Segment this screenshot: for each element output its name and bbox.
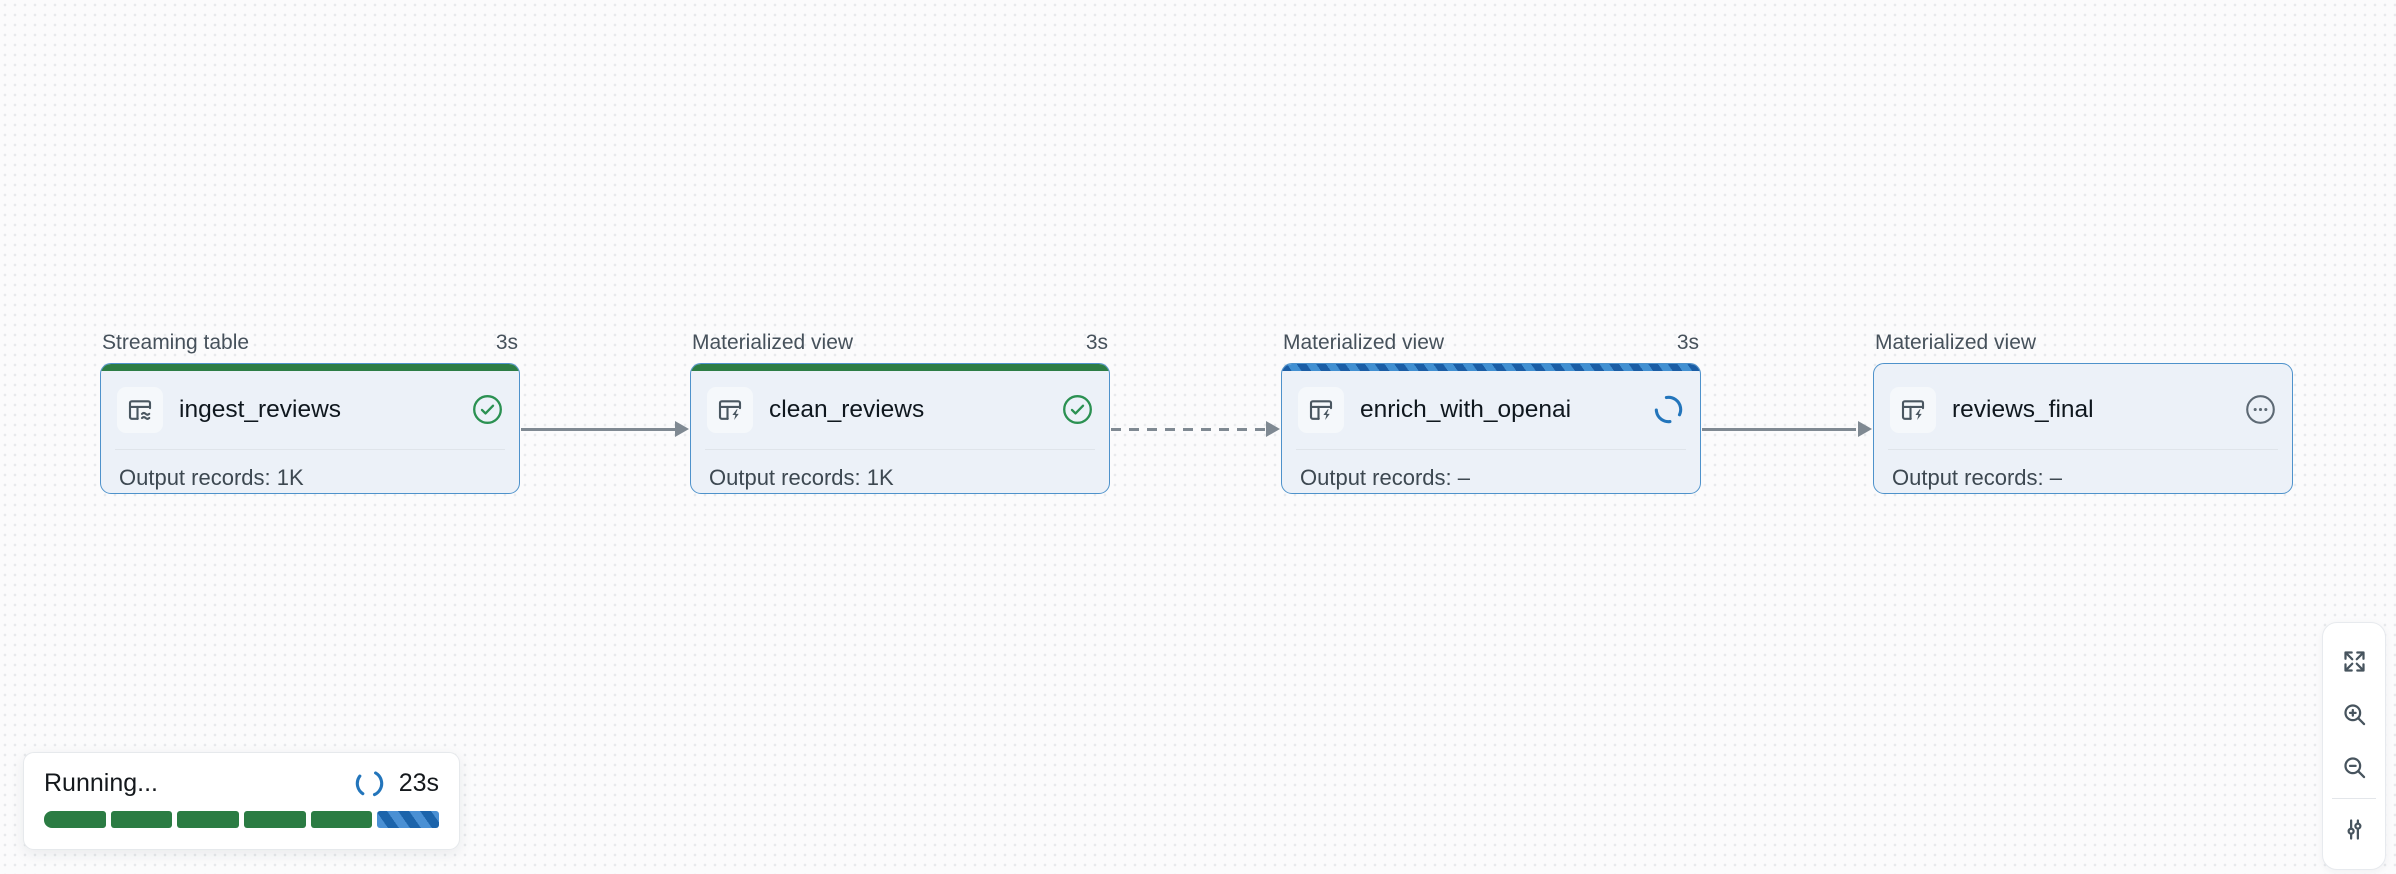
success-icon: [472, 394, 503, 425]
progress-segment-success: [310, 811, 373, 828]
node-duration: 3s: [495, 331, 518, 354]
node-type-label: Streaming table: [102, 331, 250, 354]
edge-clean-to-enrich-dashed: [1111, 428, 1265, 431]
toolbar-divider: [2332, 798, 2376, 799]
node-group-clean-reviews: Materialized view 3s clean_reviews: [690, 330, 1110, 494]
fit-to-screen-icon: [2343, 651, 2365, 672]
divider: [1296, 449, 1686, 450]
materialized-view-icon: [707, 386, 753, 433]
node-duration: 3s: [1085, 331, 1108, 354]
materialized-view-icon: [1298, 386, 1344, 433]
zoom-in-button[interactable]: [2322, 688, 2386, 741]
node-group-reviews-final: Materialized view reviews_final: [1873, 330, 2293, 494]
zoom-out-button[interactable]: [2322, 741, 2386, 794]
node-enrich-with-openai[interactable]: enrich_with_openai Output records: –: [1281, 363, 1701, 494]
run-status-card: Running... 23s: [23, 752, 460, 850]
divider: [1888, 449, 2278, 450]
run-elapsed-time: 23s: [398, 768, 439, 797]
edge-arrowhead: [1858, 421, 1872, 437]
running-spinner-icon: [354, 768, 385, 799]
node-title: clean_reviews: [769, 395, 925, 423]
node-title: ingest_reviews: [179, 395, 342, 423]
node-output-records: Output records: –: [1300, 465, 1470, 490]
edge-arrowhead: [1266, 421, 1280, 437]
node-ingest-reviews[interactable]: ingest_reviews Output records: 1K: [100, 363, 520, 494]
run-status-label: Running...: [44, 769, 158, 797]
running-spinner-icon: [1653, 394, 1684, 425]
zoom-out-icon: [2343, 757, 2365, 779]
fit-to-screen-button[interactable]: [2322, 635, 2386, 688]
streaming-table-icon: [117, 386, 163, 433]
zoom-in-icon: [2343, 704, 2365, 726]
node-status-strip-success: [101, 364, 519, 371]
progress-segment-success: [44, 811, 106, 828]
divider: [705, 449, 1095, 450]
node-group-ingest-reviews: Streaming table 3s ingest_reviews: [100, 330, 520, 494]
graph-toolbar: [2322, 622, 2386, 870]
node-output-records: Output records: –: [1892, 465, 2062, 490]
node-reviews-final[interactable]: reviews_final Output records: –: [1873, 363, 2293, 494]
node-status-strip-running: [1282, 364, 1700, 371]
progress-segment-success: [177, 811, 240, 828]
edge-enrich-to-final: [1702, 428, 1856, 431]
node-type-label: Materialized view: [1283, 331, 1445, 354]
node-output-records: Output records: 1K: [119, 465, 304, 490]
node-title: reviews_final: [1952, 395, 2094, 423]
edge-ingest-to-clean: [521, 428, 675, 431]
success-icon: [1062, 394, 1093, 425]
progress-segment-success: [110, 811, 173, 828]
filter-sliders-icon: [2347, 819, 2361, 840]
progress-segments: [44, 811, 440, 828]
node-status-strip-success: [691, 364, 1109, 371]
node-clean-reviews[interactable]: clean_reviews Output records: 1K: [690, 363, 1110, 494]
edge-arrowhead: [675, 421, 689, 437]
node-title: enrich_with_openai: [1360, 395, 1572, 423]
node-type-label: Materialized view: [692, 331, 854, 354]
node-group-enrich-with-openai: Materialized view 3s enrich_with_openai: [1281, 330, 1701, 494]
progress-segment-running: [377, 811, 440, 828]
divider: [115, 449, 505, 450]
filter-settings-button[interactable]: [2322, 803, 2386, 856]
progress-segment-success: [244, 811, 306, 828]
node-output-records: Output records: 1K: [709, 465, 894, 490]
pending-ellipsis-icon: [2245, 394, 2276, 425]
node-duration: 3s: [1676, 331, 1699, 354]
materialized-view-icon: [1890, 386, 1936, 433]
node-type-label: Materialized view: [1875, 331, 2037, 354]
